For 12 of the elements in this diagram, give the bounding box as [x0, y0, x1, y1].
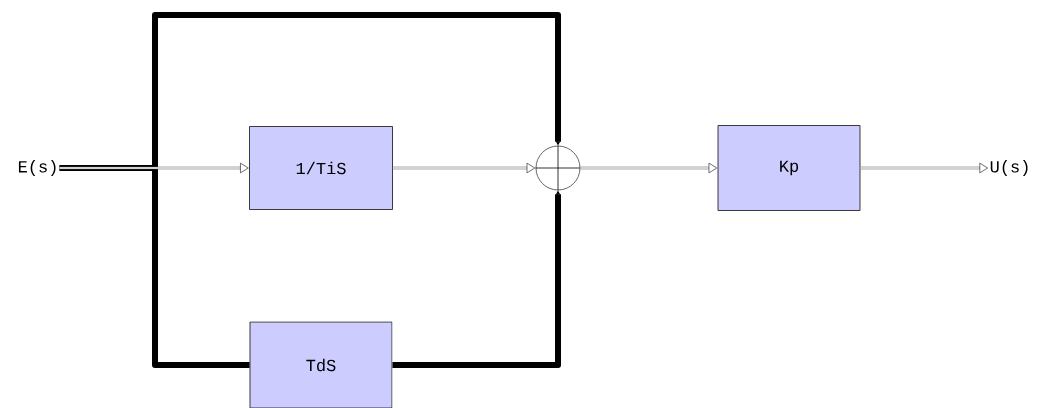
arrow [58, 162, 249, 174]
signal-label: U(s) [990, 160, 1028, 176]
block: 1/TiS [249, 126, 393, 210]
signal-line [59, 165, 250, 368]
signal-label: E(s) [18, 160, 56, 176]
block: TdS [249, 321, 393, 408]
arrow [579, 162, 718, 174]
summing-junction [535, 145, 581, 191]
block: Kp [717, 125, 861, 211]
arrow [392, 191, 561, 368]
arrow [392, 162, 536, 174]
arrow [859, 162, 989, 174]
